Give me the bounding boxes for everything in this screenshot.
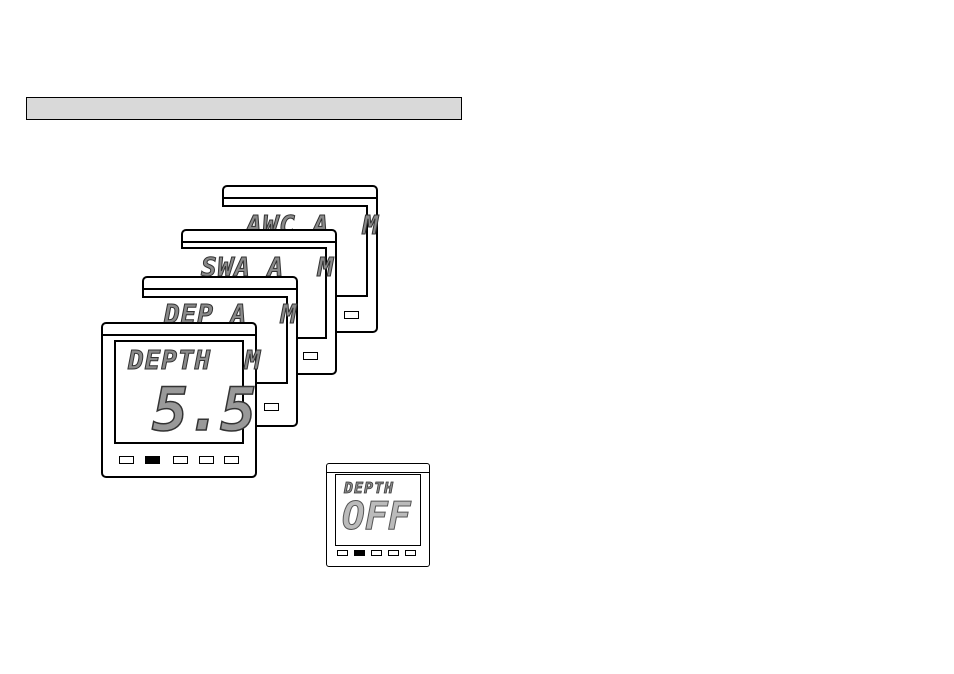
instrument-button[interactable] <box>264 403 279 411</box>
instrument-button-5[interactable] <box>405 550 416 556</box>
lcd-screen: DEPTH OFF <box>335 474 421 546</box>
instrument-button-4[interactable] <box>199 456 214 464</box>
instrument-button[interactable] <box>344 311 359 319</box>
lcd-depth-value: 5.5 <box>152 380 254 440</box>
instrument-button-1[interactable] <box>337 550 348 556</box>
instrument-top-strip <box>144 278 296 290</box>
instrument-top-strip <box>224 187 376 199</box>
section-header-bar <box>26 97 462 120</box>
instrument-button-1[interactable] <box>119 456 134 464</box>
instrument-top-strip <box>183 231 335 243</box>
instrument-display-front: DEPTH M 5.5 <box>101 322 257 478</box>
instrument-button-2[interactable] <box>145 456 160 464</box>
lcd-off-value: OFF <box>342 497 411 535</box>
instrument-button-3[interactable] <box>173 456 188 464</box>
instrument-button-3[interactable] <box>371 550 382 556</box>
instrument-button[interactable] <box>303 352 318 360</box>
instrument-top-strip <box>103 324 255 336</box>
instrument-top-strip <box>327 464 429 473</box>
instrument-display-inset: DEPTH OFF <box>326 463 430 567</box>
instrument-button-5[interactable] <box>224 456 239 464</box>
lcd-screen: DEPTH M 5.5 <box>114 340 244 444</box>
instrument-button-4[interactable] <box>388 550 399 556</box>
instrument-button-2[interactable] <box>354 550 365 556</box>
lcd-depth-label: DEPTH M <box>128 348 261 374</box>
